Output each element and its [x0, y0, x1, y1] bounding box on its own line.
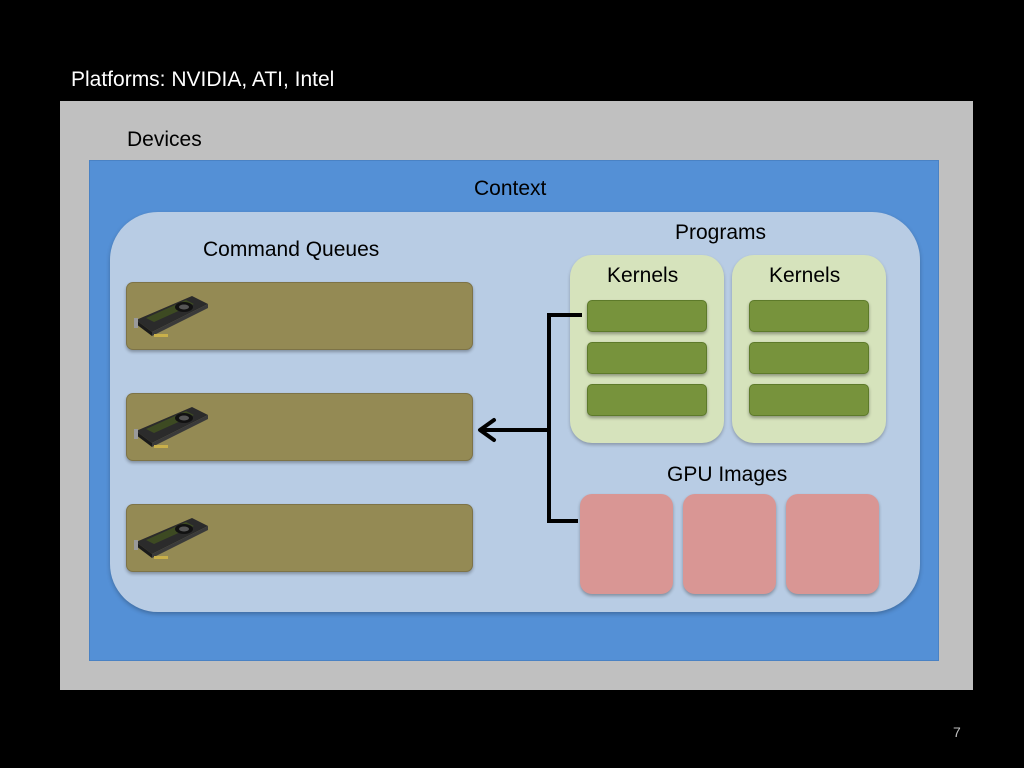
gpu-card-icon: [134, 518, 208, 559]
kernel-block: [749, 342, 869, 374]
kernel-block: [749, 300, 869, 332]
context-label: Context: [474, 177, 547, 200]
command-queues-label: Command Queues: [203, 238, 380, 261]
command-queue-1: [126, 282, 473, 350]
gpu-image-tile: [683, 494, 776, 594]
devices-label: Devices: [127, 128, 202, 151]
gpu-card-icon: [134, 407, 208, 448]
kernel-group-label: Kernels: [607, 264, 679, 287]
gpu-image-tile: [580, 494, 673, 594]
gpu-image-tile: [786, 494, 879, 594]
platforms-title: Platforms: NVIDIA, ATI, Intel: [71, 68, 335, 91]
kernel-block: [587, 300, 707, 332]
gpu-images-label: GPU Images: [667, 463, 788, 486]
gpu-card-icon: [134, 296, 208, 337]
kernel-group-label: Kernels: [769, 264, 841, 287]
kernel-block: [587, 384, 707, 416]
programs-label: Programs: [675, 221, 767, 244]
page-number: 7: [953, 724, 961, 740]
kernel-block: [749, 384, 869, 416]
kernel-block: [587, 342, 707, 374]
